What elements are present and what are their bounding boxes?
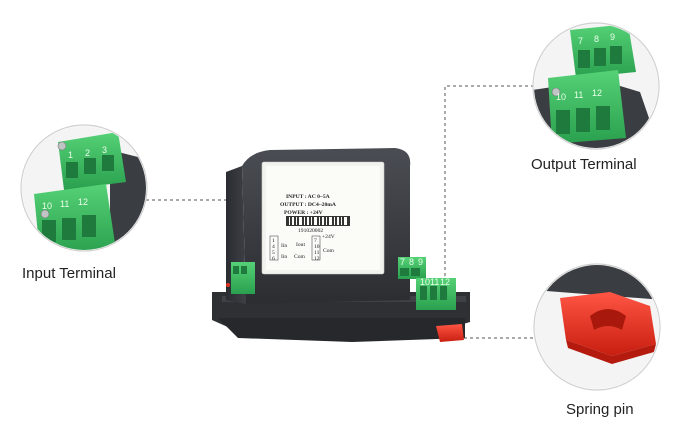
- mod-term-10: 10: [420, 277, 430, 287]
- label-pin-1: 1: [272, 238, 275, 244]
- mod-term-11: 11: [430, 277, 439, 287]
- label-pin-6: 6: [272, 256, 275, 262]
- mod-term-7: 7: [400, 257, 405, 267]
- zoom-right-term-11: 11: [574, 90, 583, 100]
- mod-term-8: 8: [409, 257, 414, 267]
- zoom-left-term-11: 11: [60, 199, 69, 209]
- mod-term-9: 9: [418, 257, 423, 267]
- label-power: POWER : +24V: [284, 210, 323, 216]
- spring-pin: [436, 324, 464, 342]
- label-output: OUTPUT : DC4~20mA: [280, 202, 336, 208]
- zoom-output-terminal: 7 8 9 10 11 12: [532, 22, 660, 150]
- label-pin-11: 11: [314, 250, 320, 256]
- label-pin-4: 4: [272, 244, 275, 250]
- zoom-right-term-8: 8: [594, 34, 599, 44]
- zoom-left-term-2: 2: [85, 148, 90, 158]
- label-pin-10: 10: [314, 244, 320, 250]
- zoom-left-term-10: 10: [42, 201, 52, 211]
- label-com: Com: [294, 254, 306, 260]
- label-input: INPUT : AC 0~5A: [286, 194, 330, 200]
- label-pin-5: 5: [272, 250, 275, 256]
- label-pin-12: 12: [314, 256, 320, 262]
- zoom-left-term-12: 12: [78, 197, 88, 207]
- zoom-input-terminal: 1 2 3 10 11 12: [20, 124, 148, 252]
- zoom-right-term-10: 10: [556, 92, 566, 102]
- label-pin-7: 7: [314, 238, 317, 244]
- label-serial: 191020002: [298, 228, 323, 234]
- output-terminal-label: Output Terminal: [531, 156, 637, 173]
- zoom-right-term-7: 7: [578, 36, 583, 46]
- mod-term-12: 12: [440, 277, 450, 287]
- label-iin-top: Iin: [281, 243, 287, 249]
- spring-pin-label: Spring pin: [566, 401, 634, 418]
- zoom-right-term-12: 12: [592, 88, 602, 98]
- transmitter-module: [212, 148, 470, 342]
- label-text-group: INPUT : AC 0~5A OUTPUT : DC4~20mA POWER …: [269, 194, 350, 262]
- zoom-left-term-3: 3: [102, 145, 107, 155]
- label-iin-bottom: Iin: [281, 254, 287, 260]
- input-terminal-label: Input Terminal: [22, 265, 116, 282]
- label-iout: Iout: [296, 242, 305, 248]
- label-plus24: +24V: [322, 234, 335, 240]
- label-com-2: Com: [323, 248, 335, 254]
- module-terminal-numbers: 7 8 9 10 11 12: [400, 257, 450, 287]
- zoom-right-term-9: 9: [610, 32, 615, 42]
- zoom-left-term-1: 1: [68, 150, 73, 160]
- zoom-spring-pin: [533, 263, 661, 391]
